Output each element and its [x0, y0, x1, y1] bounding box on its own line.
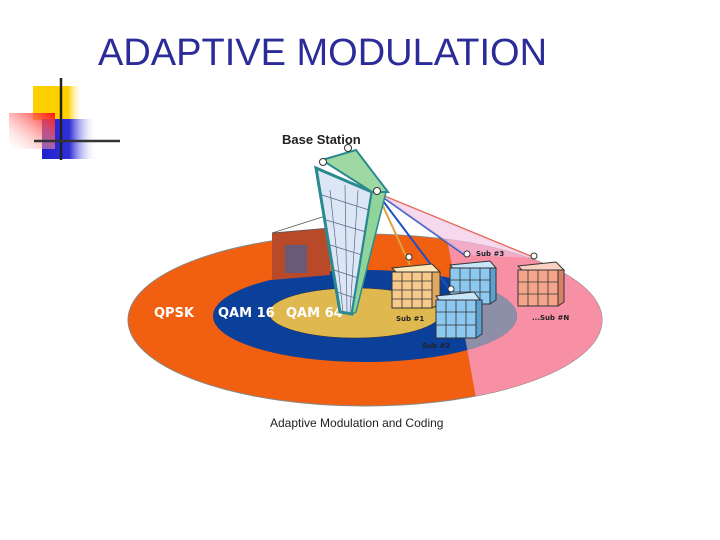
zone-label-qam64: QAM 64: [286, 306, 343, 321]
subscriber-2-label: Sub #2: [422, 342, 450, 350]
subscriber-3: [448, 250, 498, 305]
subscriber-1-label: Sub #1: [396, 315, 424, 323]
slide-title: ADAPTIVE MODULATION: [98, 32, 548, 74]
slide-decoration-logo: [9, 78, 120, 160]
diagram-caption: Adaptive Modulation and Coding: [270, 416, 444, 430]
subscriber-3-label: Sub #3: [476, 250, 504, 258]
zone-label-qpsk: QPSK: [154, 306, 195, 321]
subscriber-1: [390, 253, 442, 309]
subscriber-2: [435, 285, 483, 339]
base-station-tower: [314, 144, 391, 316]
subscriber-n-label: ...Sub #N: [532, 314, 569, 322]
base-station-label: Base Station: [282, 132, 361, 147]
subscriber-n: [516, 252, 566, 307]
zone-label-qam16: QAM 16: [218, 306, 275, 321]
